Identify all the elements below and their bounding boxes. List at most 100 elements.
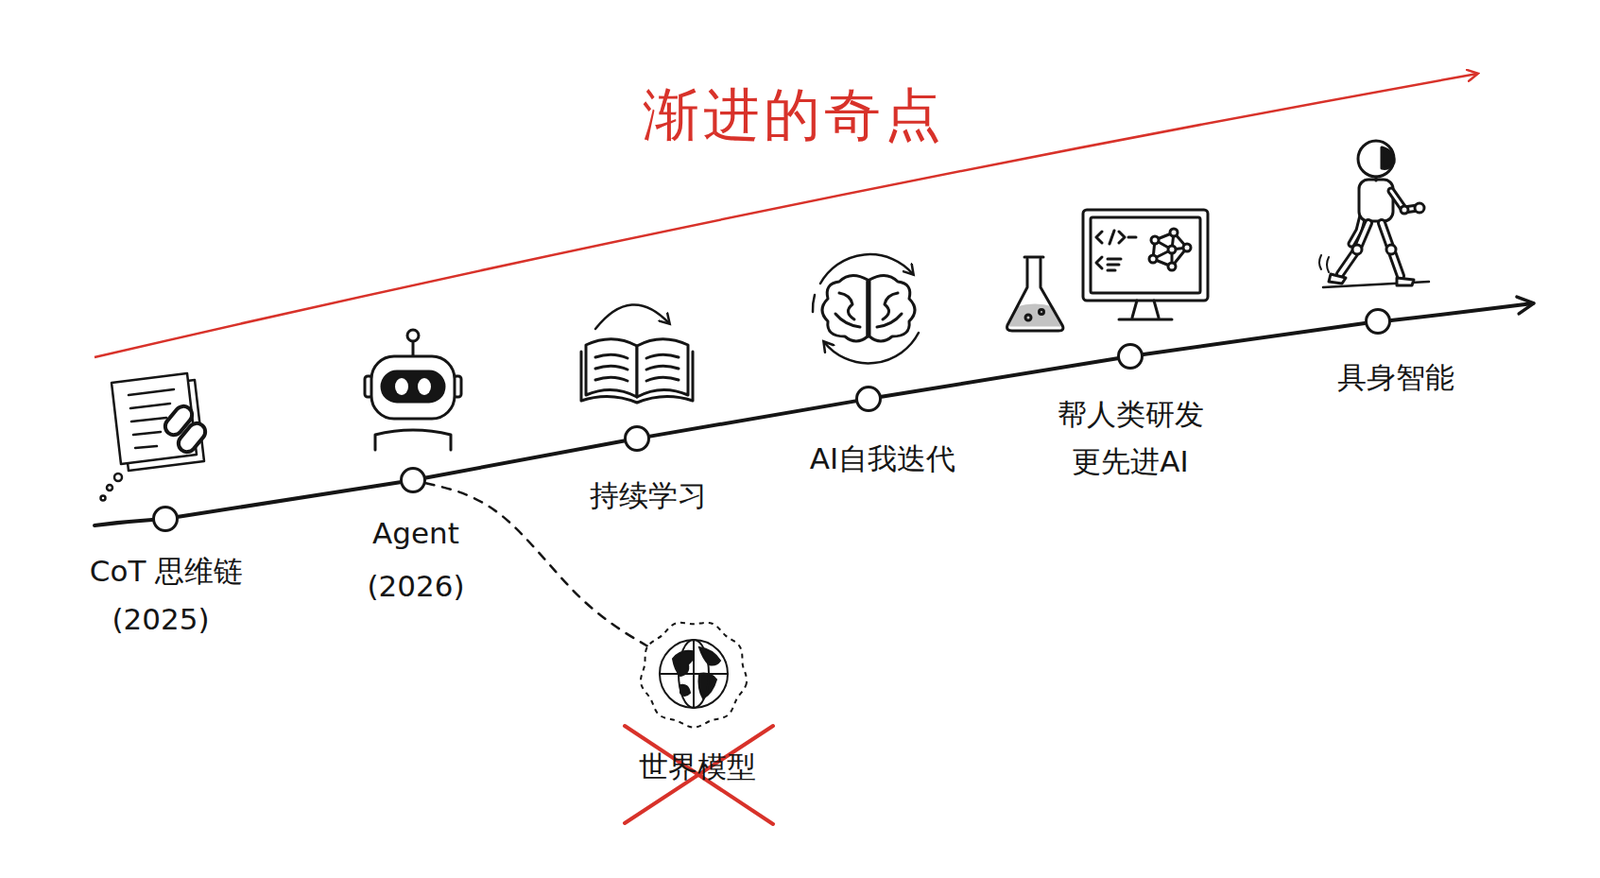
book-icon-part <box>595 354 628 359</box>
document-chain-icon-part <box>135 446 157 448</box>
document-chain-icon-part <box>128 389 174 396</box>
red-cross-mark-part <box>624 725 774 825</box>
brain-cycle-icon-part <box>835 313 861 327</box>
milestone-label: CoT 思维链 <box>89 548 243 596</box>
lab-monitor-icon-part <box>1183 243 1191 252</box>
globe-part <box>659 639 728 708</box>
milestone-label: Agent <box>372 510 460 558</box>
milestone-label: AI自我迭代 <box>809 435 956 483</box>
lab-monitor-icon-part <box>1168 262 1176 271</box>
document-chain-icon-part <box>101 496 106 501</box>
robot-head-icon-part <box>407 329 419 342</box>
globe-outline <box>636 617 751 731</box>
lab-monitor-icon-part <box>1090 217 1201 293</box>
brain-cycle-icon-part <box>882 292 898 320</box>
document-chain-icon-part <box>106 484 113 491</box>
milestone-dot: 帮人类研发 更先进AI <box>1117 343 1144 370</box>
red-cross-mark <box>624 725 774 825</box>
brain-cycle-icon-part <box>866 281 870 337</box>
book-icon <box>581 304 693 403</box>
walking-robot-icon-part <box>1319 255 1329 273</box>
walking-robot-icon-part <box>1396 277 1414 286</box>
lab-monitor-icon-part <box>1039 309 1045 315</box>
robot-head-icon-part <box>412 340 415 357</box>
timeline-segment <box>1143 323 1365 355</box>
milestone-label: 持续学习 <box>589 472 707 520</box>
brain-cycle-icon-part <box>877 313 902 327</box>
brain-cycle-icon-part <box>839 292 855 320</box>
robot-head-icon-part <box>395 378 409 396</box>
timeline-axis <box>94 303 1533 526</box>
lab-monitor-icon-part <box>1118 300 1172 320</box>
lab-monitor-icon-part <box>1169 228 1178 237</box>
world-model-globe: 世界模型 <box>636 617 751 731</box>
milestone-dot: 具身智能 <box>1364 308 1392 335</box>
walking-robot-icon-part <box>1381 223 1401 276</box>
walking-robot-icon-part <box>1375 176 1378 181</box>
document-chain-icon-part <box>131 417 167 422</box>
red-trend-arrow <box>94 73 1478 358</box>
book-icon-part <box>646 377 679 381</box>
lab-monitor-icon-part <box>1025 314 1032 321</box>
walking-robot-icon-part <box>1328 274 1346 284</box>
timeline-segment <box>426 441 624 479</box>
timeline-segment <box>881 358 1118 397</box>
timeline-axis-part <box>94 519 153 526</box>
lab-monitor-icon-part <box>1109 230 1115 244</box>
timeline-axis-part <box>1391 303 1533 321</box>
book-icon-part <box>646 365 679 370</box>
red-cross-mark-part <box>624 725 774 824</box>
globe-part <box>660 639 727 708</box>
robot-head-icon-part <box>375 430 451 450</box>
lab-monitor-icon-part <box>1128 236 1136 240</box>
walking-robot-icon-part <box>1352 244 1362 255</box>
milestone-label: (2026) <box>366 563 465 611</box>
milestone-dot: 持续学习 <box>623 425 651 452</box>
lab-monitor-icon-part <box>1168 245 1176 254</box>
robot-head-icon-part <box>417 378 431 396</box>
walking-robot-icon <box>1319 140 1429 288</box>
diagram-title: 渐进的奇点 <box>642 77 946 155</box>
robot-head-icon-part <box>371 356 455 419</box>
milestone-label: 具身智能 <box>1337 354 1455 402</box>
document-chain-icon-part <box>133 431 161 435</box>
brain-cycle-icon <box>812 254 919 363</box>
lab-monitor-icon-part <box>1083 209 1208 301</box>
document-chain-icon <box>101 373 209 501</box>
walking-robot-icon-part <box>1414 203 1425 213</box>
milestone-label: 世界模型 <box>638 743 757 792</box>
lab-monitor-icon-part <box>1096 257 1102 269</box>
lab-monitor-icon-part <box>1149 255 1157 263</box>
robot-head-icon-part <box>381 371 445 402</box>
timeline-segment <box>178 481 400 517</box>
book-icon-part <box>581 351 693 403</box>
book-icon-part <box>636 339 689 397</box>
walking-robot-icon-part <box>1340 223 1369 275</box>
walking-robot-icon-part <box>1381 223 1401 276</box>
globe-part <box>699 647 721 666</box>
dashed-cloud-ring <box>640 622 747 728</box>
brain-cycle-icon-part <box>822 275 868 342</box>
book-icon-part <box>595 304 670 329</box>
globe-part <box>672 651 693 676</box>
milestone-dot: Agent(2026) <box>399 466 427 494</box>
lab-monitor-icon-part <box>1118 231 1125 243</box>
lab-monitor-icon-part <box>1096 231 1102 243</box>
lab-monitor-icon-part <box>1007 258 1064 331</box>
timeline-segment <box>650 400 856 436</box>
walking-robot-icon-part <box>1358 140 1394 177</box>
walking-robot-icon-part <box>1381 147 1394 169</box>
milestone-dot: AI自我迭代 <box>855 385 882 413</box>
walking-robot-icon-part <box>1340 223 1369 275</box>
document-chain-icon-part <box>130 403 171 409</box>
walking-robot-icon-part <box>1359 179 1394 222</box>
book-icon-part <box>646 354 679 359</box>
walking-robot-icon-part <box>1400 206 1409 214</box>
document-chain-icon-part <box>114 473 122 482</box>
brain-cycle-icon-part <box>812 294 815 312</box>
milestone-label: 帮人类研发 更先进AI <box>1049 391 1212 485</box>
red-trend-arrow-part <box>94 73 1478 358</box>
walking-robot-icon-part <box>1386 244 1396 255</box>
lab-monitor-icon <box>1007 209 1208 331</box>
